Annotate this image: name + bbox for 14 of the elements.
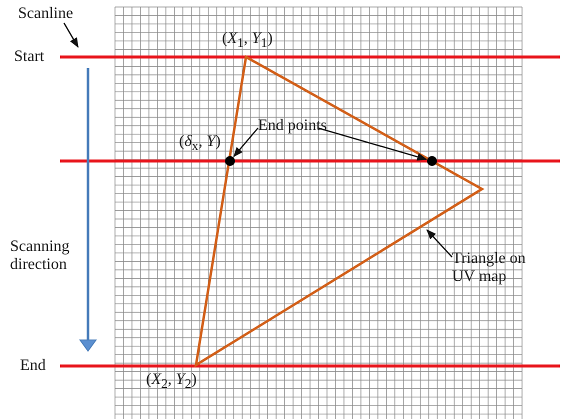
end-point-dot [427, 156, 437, 166]
direction-label: Scanning direction [10, 238, 71, 274]
scanline-label: Start [14, 48, 44, 66]
leader-line [426, 229, 452, 258]
coordinate-label: (X$_{2}$, Y$_{2}$) [146, 371, 197, 394]
leader-line [233, 128, 258, 158]
annotation-text: End points [258, 117, 327, 135]
scanline-label: End [20, 357, 46, 375]
leader-line [63, 22, 79, 48]
coordinate-label: (X$_{1}$, Y$_{1}$) [222, 30, 273, 52]
annotation-text: Triangle on UV map [452, 250, 547, 286]
annotation-text: Scanline [18, 5, 74, 23]
coordinate-label: (δ$_{x}$, Y) [179, 133, 221, 156]
leader-line [318, 127, 428, 161]
